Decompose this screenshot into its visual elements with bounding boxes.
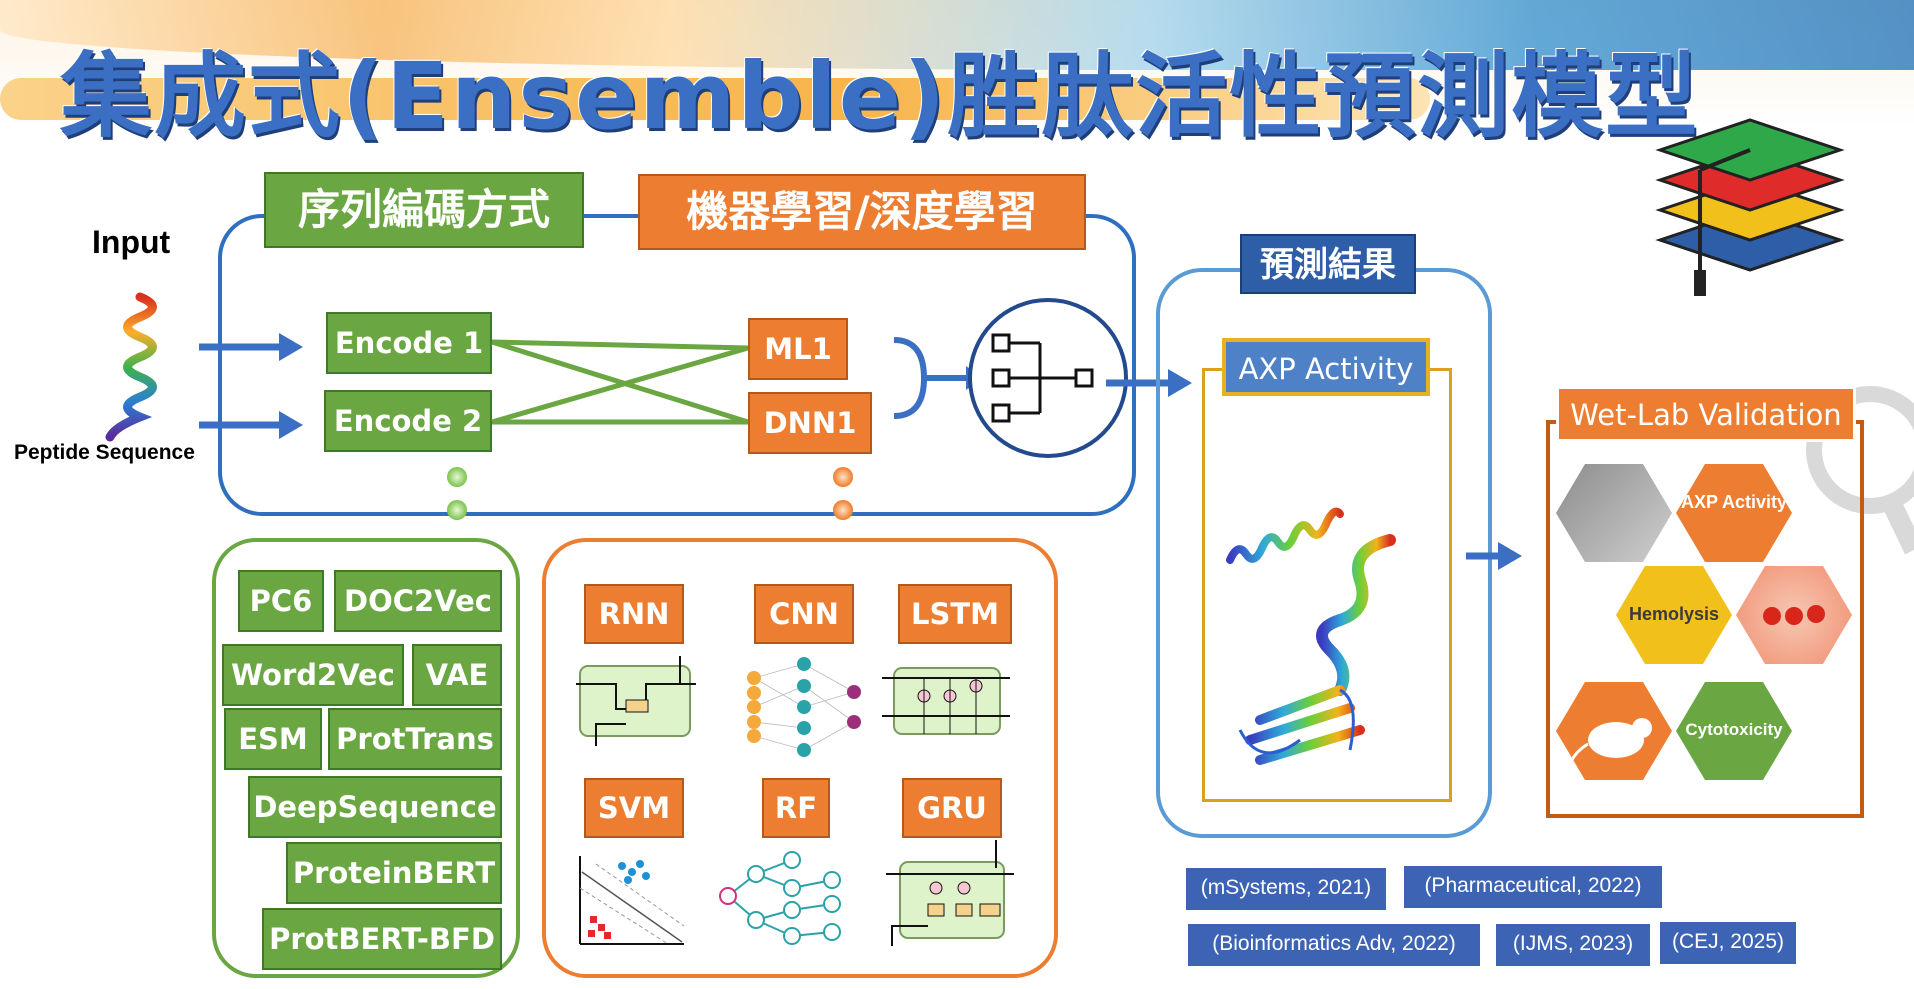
dnn1-box: DNN1 bbox=[748, 392, 872, 454]
reference-4: (IJMS, 2023) bbox=[1496, 924, 1650, 966]
encoding-header: 序列編碼方式 bbox=[264, 172, 584, 248]
hex-hemolysis: Hemolysis bbox=[1616, 566, 1732, 664]
method-deepsequence: DeepSequence bbox=[248, 776, 502, 838]
method-cnn: CNN bbox=[754, 584, 854, 644]
hex-axp-activity-label: AXP Activity bbox=[1680, 492, 1788, 512]
encoder-model-connections bbox=[491, 339, 749, 425]
protein-structures-image bbox=[1226, 507, 1396, 765]
page-title: 集成式(Ensemble)胜肽活性預測模型 bbox=[60, 43, 1700, 150]
method-rnn: RNN bbox=[584, 584, 684, 644]
method-esm: ESM bbox=[224, 708, 322, 770]
to-validation-arrow bbox=[1466, 542, 1522, 570]
magnifier-icon bbox=[1806, 386, 1914, 555]
prediction-header: 預測結果 bbox=[1240, 234, 1416, 294]
rnn-diagram-icon bbox=[576, 656, 696, 746]
graduation-cap-logo bbox=[1655, 118, 1845, 296]
title-underline-bar bbox=[0, 78, 1430, 120]
method-rf: RF bbox=[762, 778, 830, 838]
peptide-sequence-label: Peptide Sequence bbox=[14, 441, 195, 464]
reference-2: (Pharmaceutical, 2022) bbox=[1404, 866, 1662, 908]
hex-blood-cells-image bbox=[1736, 566, 1852, 664]
validation-header: Wet-Lab Validation bbox=[1556, 386, 1856, 442]
method-svm: SVM bbox=[584, 778, 684, 838]
lstm-diagram-icon bbox=[882, 667, 1010, 735]
hex-axp-activity: AXP Activity bbox=[1676, 464, 1792, 562]
ml1-box: ML1 bbox=[748, 318, 848, 380]
hex-cytotoxicity: Cytotoxicity bbox=[1676, 682, 1792, 780]
input-label: Input bbox=[92, 224, 171, 260]
svm-diagram-icon bbox=[579, 856, 685, 945]
encode-1-box: Encode 1 bbox=[326, 312, 492, 374]
method-word2vec: Word2Vec bbox=[222, 644, 404, 706]
ml-header: 機器學習/深度學習 bbox=[638, 174, 1086, 250]
axp-activity-box: AXP Activity bbox=[1222, 338, 1430, 396]
cnn-diagram-icon bbox=[747, 657, 861, 757]
method-protbert-bfd: ProtBERT-BFD bbox=[262, 908, 502, 970]
input-arrows bbox=[199, 333, 303, 439]
method-gru: GRU bbox=[902, 778, 1002, 838]
reference-1: (mSystems, 2021) bbox=[1186, 868, 1386, 910]
connector-dots bbox=[447, 467, 853, 520]
hex-mouse-image bbox=[1556, 682, 1672, 780]
encoding-methods-frame bbox=[212, 538, 520, 978]
method-pc6: PC6 bbox=[238, 570, 324, 632]
method-lstm: LSTM bbox=[898, 584, 1012, 644]
reference-3: (Bioinformatics Adv, 2022) bbox=[1188, 924, 1480, 966]
gru-diagram-icon bbox=[886, 840, 1014, 946]
hex-hemolysis-label: Hemolysis bbox=[1628, 604, 1720, 624]
ml-methods-frame bbox=[542, 538, 1058, 978]
method-proteinbert: ProteinBERT bbox=[286, 842, 502, 904]
method-doc2vec: DOC2Vec bbox=[334, 570, 502, 632]
hex-microarray-image bbox=[1556, 464, 1672, 562]
method-prottrans: ProtTrans bbox=[328, 708, 502, 770]
ensemble-aggregator bbox=[893, 298, 1192, 458]
peptide-helix-icon bbox=[105, 292, 157, 442]
encode-2-box: Encode 2 bbox=[324, 390, 492, 452]
rf-diagram-icon bbox=[719, 851, 841, 945]
hex-cytotoxicity-label: Cytotoxicity bbox=[1685, 720, 1783, 739]
method-vae: VAE bbox=[412, 644, 502, 706]
reference-5: (CEJ, 2025) bbox=[1660, 922, 1796, 964]
